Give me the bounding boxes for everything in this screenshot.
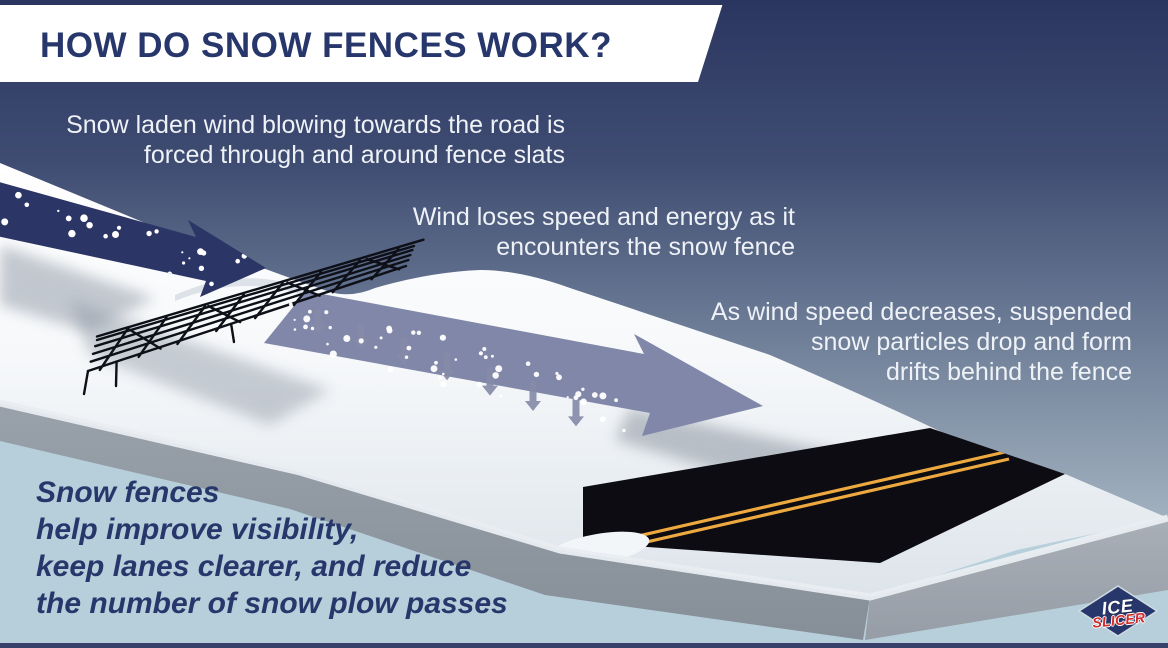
caption-line: drifts behind the fence [886,358,1132,386]
conclusion-text: Snow fences help improve visibility, kee… [36,474,508,622]
top-border [0,0,1168,5]
drifting-snow-particles [288,302,626,433]
caption-line: As wind speed decreases, suspended [710,298,1132,326]
caption-line: forced through and around fence slats [143,141,565,169]
logo-diamond-icon [1078,585,1158,637]
conclusion-line: the number of snow plow passes [36,587,508,620]
ice-slicer-logo: ICE SLICER [1078,584,1158,640]
title-banner: HOW DO SNOW FENCES WORK? [0,0,724,82]
conclusion-line: Snow fences [36,476,220,509]
caption-line: snow particles drop and form [811,328,1132,356]
caption-step2: Wind loses speed and energy as it encoun… [413,202,795,262]
logo-words: ICE SLICER [1075,580,1160,644]
caption-line: Wind loses speed and energy as it [412,203,795,231]
conclusion-line: keep lanes clearer, and reduce [36,550,472,583]
snow-fence [82,238,425,396]
terrain-side-right [865,518,1168,640]
bottom-border [0,643,1168,648]
caption-step3: As wind speed decreases, suspended snow … [711,297,1132,387]
snow-edge-lip [0,399,1168,601]
conclusion-line: help improve visibility, [36,513,359,546]
logo-word-slicer: SLICER [1091,608,1147,631]
caption-line: Snow laden wind blowing towards the road… [66,111,565,139]
road-center-lines [611,450,1010,551]
terrain-side-left [0,403,870,640]
caption-step1: Snow laden wind blowing towards the road… [66,110,565,170]
caption-line: encounters the snow fence [496,233,795,261]
page-title: HOW DO SNOW FENCES WORK? [40,26,612,65]
